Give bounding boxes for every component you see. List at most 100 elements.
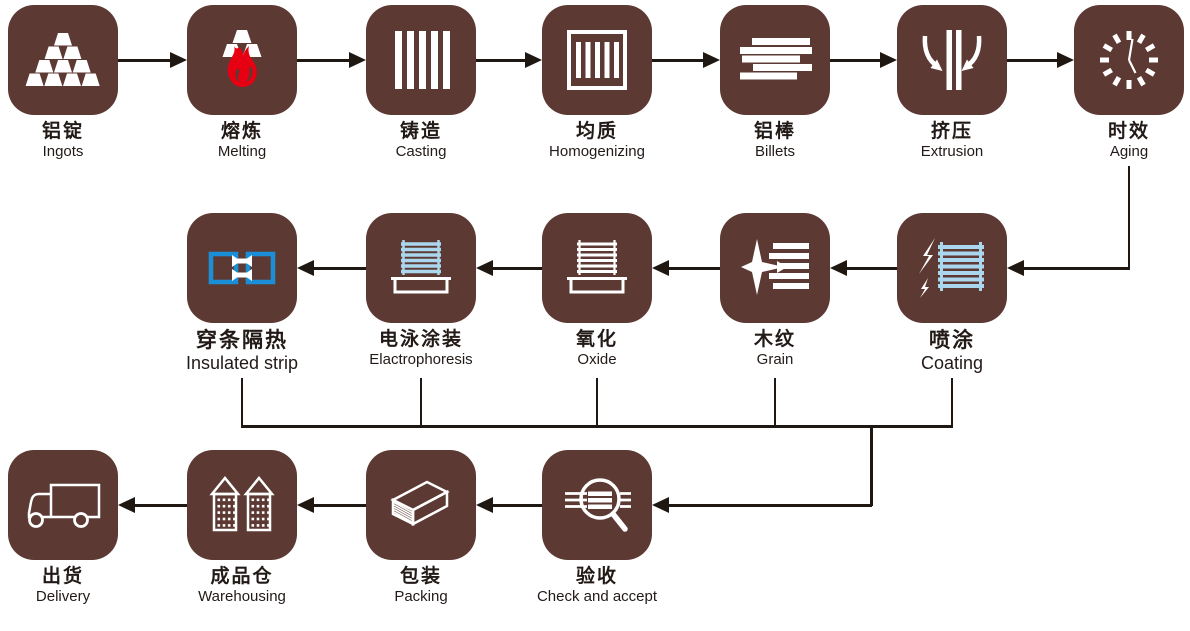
arrow-shaft-grain-oxide — [669, 267, 720, 270]
aging-box — [1074, 5, 1184, 115]
oxide-tank-icon — [567, 240, 627, 294]
homogenizing-box — [542, 5, 652, 115]
arrow-shaft-coating-grain — [847, 267, 897, 270]
label-en: Delivery — [35, 587, 91, 605]
casting-bars-icon — [395, 31, 450, 89]
arrowhead-extrusion-aging — [1057, 52, 1074, 68]
connector-aging-coating — [1024, 267, 1130, 270]
label-en: Insulated strip — [185, 353, 299, 374]
extrusion-box — [897, 5, 1007, 115]
label-zh: 穿条隔热 — [196, 329, 288, 352]
packing-box — [366, 450, 476, 560]
label-en: Casting — [395, 142, 447, 160]
node-delivery: 出货 Delivery — [0, 450, 143, 605]
grain-box — [720, 213, 830, 323]
label-zh: 时效 — [1107, 121, 1150, 142]
arrow-shaft-packing-warehousing — [314, 504, 366, 507]
connector-drop-elactrophoresis — [419, 378, 423, 427]
arrow-shaft-casting-homogenizing — [476, 59, 525, 62]
arrow-shaft-extrusion-aging — [1007, 59, 1057, 62]
label-en: Elactrophoresis — [369, 350, 473, 368]
arrow-shaft-ingots-melting — [118, 59, 171, 62]
label-en: Packing — [394, 587, 448, 605]
arrow-shaft-oxide-elactrophoresis — [493, 267, 542, 270]
arrowhead-casting-homogenizing — [525, 52, 542, 68]
insulated-strip-box — [187, 213, 297, 323]
truck-icon — [27, 483, 101, 528]
warehousing-box — [187, 450, 297, 560]
connector-drop-coating — [950, 378, 954, 427]
arrowhead-elactrophoresis-insulated — [297, 260, 314, 276]
check-box — [542, 450, 652, 560]
label-zh: 木纹 — [753, 329, 796, 350]
arrowhead-coating-grain — [830, 260, 847, 276]
label-en: Homogenizing — [549, 142, 645, 160]
label-zh: 电泳涂装 — [378, 329, 463, 350]
node-aging: 时效 Aging — [1049, 5, 1190, 160]
label-en: Ingots — [42, 142, 84, 160]
melting-box — [187, 5, 297, 115]
arrowhead-aging-coating — [1007, 260, 1024, 276]
node-grain: 木纹 Grain — [695, 213, 855, 368]
node-billets: 铝棒 Billets — [695, 5, 855, 160]
homogenizing-icon — [567, 30, 627, 90]
arrowhead-grain-oxide — [652, 260, 669, 276]
label-zh: 铸造 — [399, 121, 442, 142]
arrow-shaft-homogenizing-billets — [652, 59, 703, 62]
label-zh: 成品仓 — [210, 566, 274, 587]
coating-spray-icon — [919, 238, 984, 298]
electrophoresis-tank-icon — [391, 240, 451, 294]
label-en: Check and accept — [536, 587, 658, 605]
node-oxide: 氧化 Oxide — [517, 213, 677, 368]
electrophoresis-box — [366, 213, 476, 323]
label-en: Oxide — [577, 350, 617, 368]
arrowhead-homogenizing-billets — [703, 52, 720, 68]
connector-drop-grain — [773, 378, 777, 427]
label-en: Aging — [1109, 142, 1149, 160]
label-en: Grain — [756, 350, 794, 368]
connector-drop-insulated — [240, 378, 244, 427]
node-warehousing: 成品仓 Warehousing — [162, 450, 322, 605]
node-homogenizing: 均质 Homogenizing — [517, 5, 677, 160]
melting-flame-icon — [222, 30, 262, 87]
arrow-shaft-elactrophoresis-insulated — [314, 267, 366, 270]
arrow-shaft-melting-casting — [297, 59, 349, 62]
node-coating: 喷涂 Coating — [872, 213, 1032, 374]
arrowhead-ingots-melting — [170, 52, 187, 68]
arrow-shaft-warehousing-delivery — [135, 504, 187, 507]
label-zh: 验收 — [575, 566, 618, 587]
connector-bus — [241, 425, 953, 428]
arrowhead-check-packing — [476, 497, 493, 513]
connector-drop-oxide — [595, 378, 599, 427]
label-zh: 铝锭 — [41, 121, 84, 142]
label-en: Coating — [920, 353, 984, 374]
label-zh: 铝棒 — [753, 121, 796, 142]
connector-bus-down — [870, 425, 873, 506]
arrowhead-bus-check — [652, 497, 669, 513]
node-ingots: 铝锭 Ingots — [0, 5, 143, 160]
insulated-strip-icon — [208, 251, 276, 285]
label-en: Billets — [754, 142, 795, 160]
node-elactrophoresis: 电泳涂装 Elactrophoresis — [341, 213, 501, 368]
arrowhead-packing-warehousing — [297, 497, 314, 513]
label-zh: 挤压 — [930, 121, 973, 142]
arrowhead-oxide-elactrophoresis — [476, 260, 493, 276]
node-packing: 包装 Packing — [341, 450, 501, 605]
arrowhead-billets-extrusion — [880, 52, 897, 68]
billets-box — [720, 5, 830, 115]
label-zh: 出货 — [41, 566, 84, 587]
wood-grain-icon — [741, 239, 809, 295]
label-zh: 均质 — [575, 121, 618, 142]
label-zh: 熔炼 — [220, 121, 263, 142]
magnifier-icon — [565, 478, 631, 532]
label-zh: 氧化 — [575, 329, 618, 350]
arrow-shaft-billets-extrusion — [830, 59, 880, 62]
label-en: Warehousing — [198, 587, 286, 605]
container-icon — [390, 480, 450, 527]
coating-box — [897, 213, 1007, 323]
ingots-icon — [25, 33, 100, 86]
node-insulated-strip: 穿条隔热 Insulated strip — [162, 213, 322, 374]
arrow-shaft-check-packing — [493, 504, 542, 507]
label-zh: 喷涂 — [929, 329, 975, 352]
